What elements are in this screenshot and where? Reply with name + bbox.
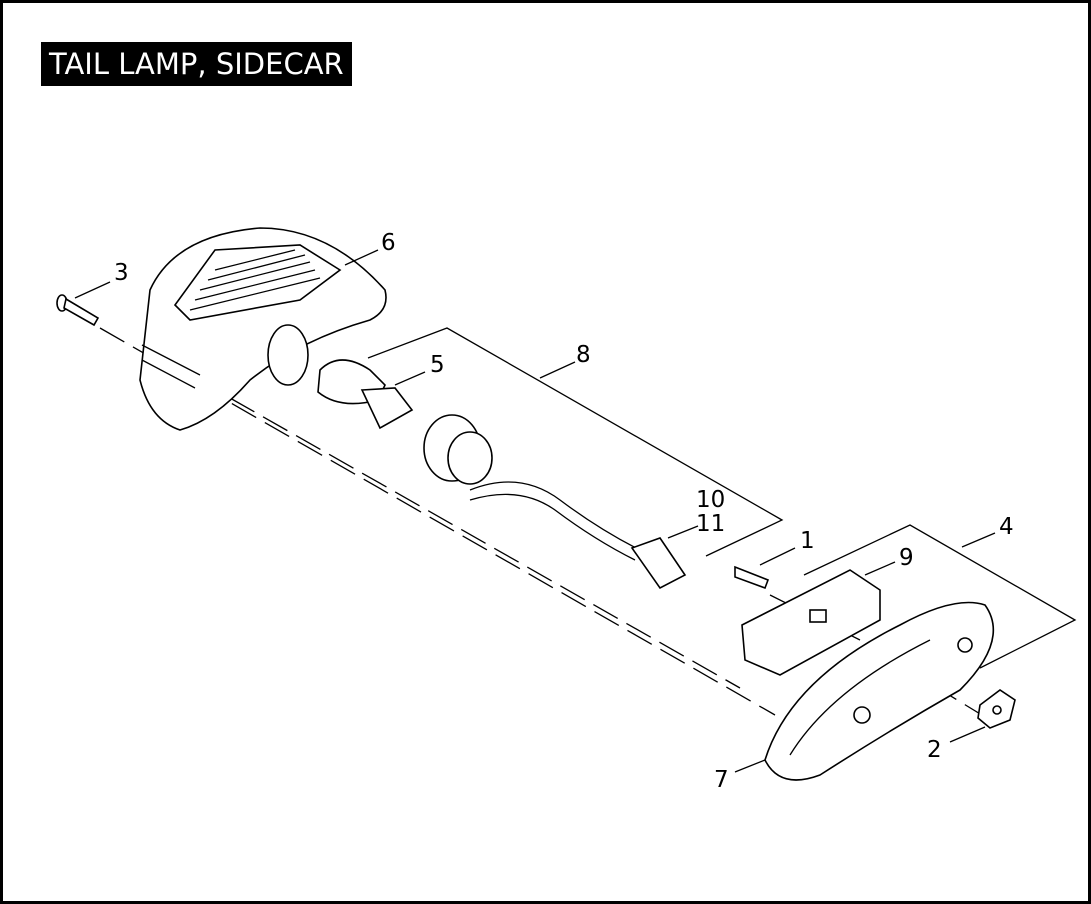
callout-3: 3 bbox=[114, 260, 129, 286]
socket-harness-part-8 bbox=[423, 414, 687, 590]
screw-part-1 bbox=[734, 565, 770, 590]
bulb-part-5 bbox=[317, 359, 414, 430]
callout-6: 6 bbox=[381, 230, 396, 256]
callout-8: 8 bbox=[576, 342, 591, 368]
lens-part-7 bbox=[764, 601, 995, 781]
lamp-housing-part-6 bbox=[139, 227, 387, 431]
assembly-line bbox=[229, 397, 741, 689]
callout-2: 2 bbox=[927, 737, 942, 763]
exploded-parts-diagram: 1 2 3 4 5 6 7 8 9 10 11 bbox=[56, 227, 1077, 793]
callout-5: 5 bbox=[430, 352, 445, 378]
callout-10: 10 bbox=[696, 487, 725, 513]
screw-part-3 bbox=[56, 294, 100, 327]
callout-1: 1 bbox=[800, 528, 815, 554]
callout-11: 11 bbox=[696, 511, 725, 537]
callout-7: 7 bbox=[714, 767, 729, 793]
diagram-title: TAIL LAMP, SIDECAR bbox=[41, 42, 352, 86]
callout-9: 9 bbox=[899, 545, 914, 571]
callout-4: 4 bbox=[999, 514, 1014, 540]
